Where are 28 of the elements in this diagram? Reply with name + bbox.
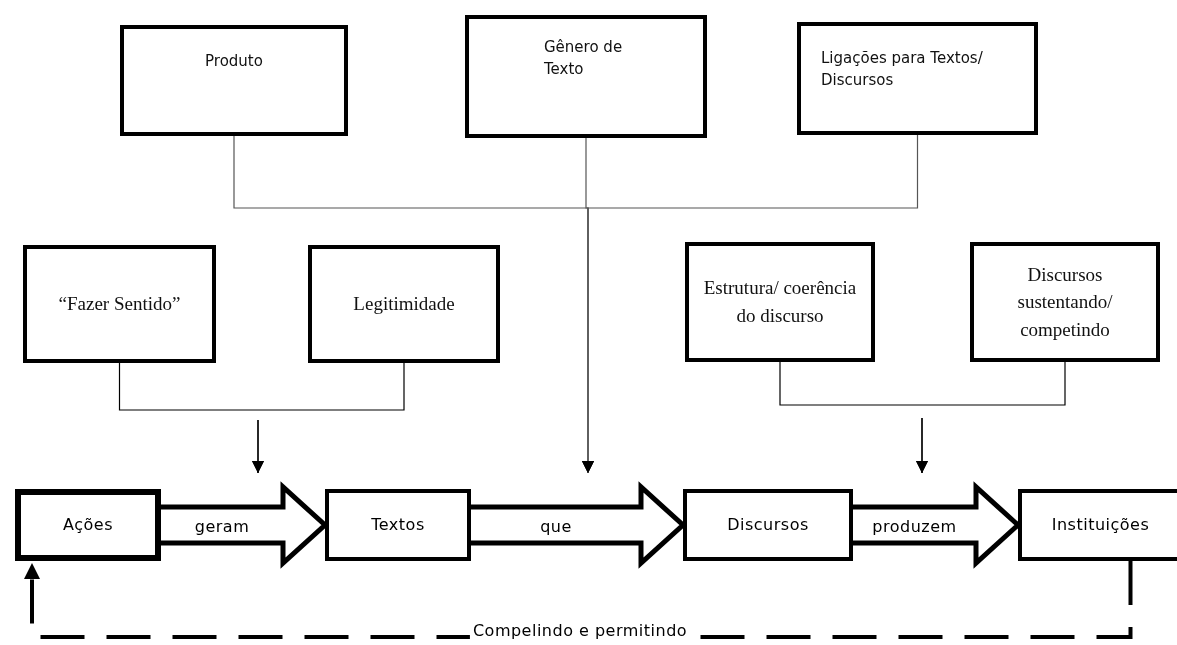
text-box: [325, 489, 471, 561]
connector-arrow: [252, 362, 405, 474]
edge-label: produzem: [871, 518, 958, 536]
edge-label: geram: [193, 518, 251, 536]
box-label: Ações: [63, 514, 113, 537]
box-label: Textos: [371, 514, 425, 537]
box-label: Estrutura/ coerência do discurso: [702, 276, 858, 328]
box-label: Discursos: [727, 514, 809, 537]
text-box: [23, 245, 216, 363]
edge-label: que: [539, 518, 573, 536]
text-box: [797, 22, 1038, 135]
text-box: [683, 489, 853, 561]
box-label: “Fazer Sentido”: [58, 292, 181, 317]
text-box: [1018, 489, 1177, 561]
text-box: [685, 242, 875, 362]
text-box: [308, 245, 500, 363]
box-label: Ligações para Textos/ Discursos: [821, 48, 984, 91]
text-box: [120, 25, 348, 136]
box-label: Gênero de Texto: [544, 37, 624, 80]
text-box: [15, 489, 161, 561]
box-label: Legitimidade: [353, 292, 455, 317]
box-label: Produto: [205, 51, 263, 72]
text-box: [970, 242, 1160, 362]
box-label: Instituições: [1051, 514, 1150, 537]
connector-arrow: [916, 361, 1066, 474]
box-label: Discursos sustentando/ competindo: [1016, 262, 1114, 342]
connector-arrow: [582, 134, 919, 474]
text-box: [465, 15, 707, 138]
